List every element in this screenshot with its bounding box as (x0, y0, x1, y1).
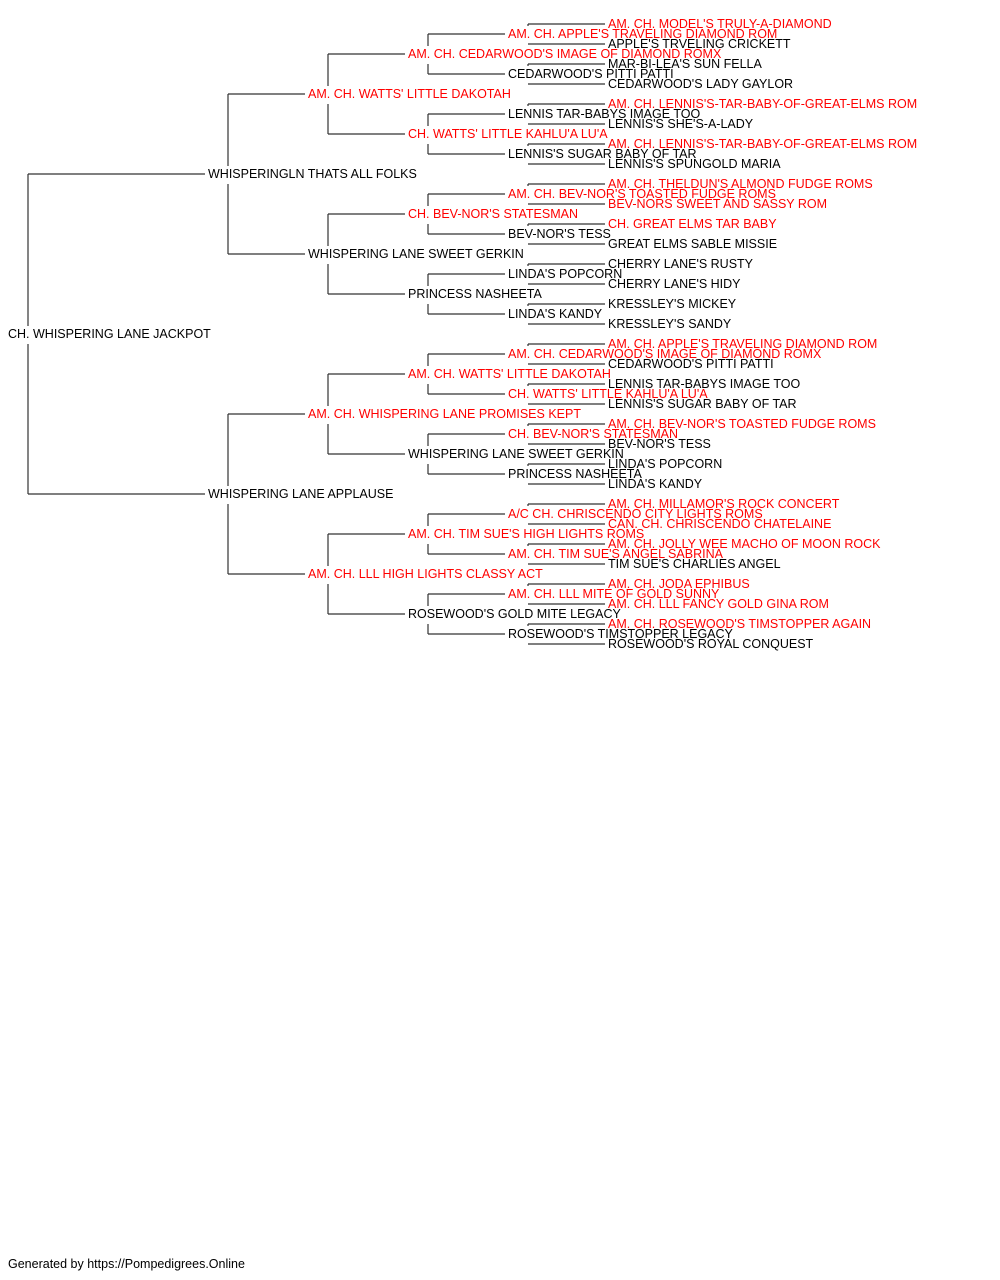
ancestor-name-gen-5: BEV-NOR'S TESS (608, 437, 711, 451)
ancestor-name-gen-5: AM. CH. ROSEWOOD'S TIMSTOPPER AGAIN (608, 617, 872, 631)
ancestor-name-gen-5: KRESSLEY'S SANDY (608, 317, 732, 331)
ancestor-name-gen-5: CHERRY LANE'S RUSTY (608, 257, 754, 271)
ancestor-name-gen-4: AM. CH. CEDARWOOD'S IMAGE OF DIAMOND ROM… (508, 347, 822, 361)
ancestor-name-gen-5: ROSEWOOD'S ROYAL CONQUEST (608, 637, 814, 651)
ancestor-name-gen-4: LENNIS'S SUGAR BABY OF TAR (508, 147, 697, 161)
ancestor-name-gen-5: CHERRY LANE'S HIDY (608, 277, 741, 291)
ancestor-name-gen-4: AM. CH. BEV-NOR'S TOASTED FUDGE ROMS (508, 187, 776, 201)
ancestor-name-gen-3: AM. CH. TIM SUE'S HIGH LIGHTS ROMS (408, 527, 645, 541)
ancestor-name-gen-5: TIM SUE'S CHARLIES ANGEL (608, 557, 781, 571)
ancestor-name-gen-5: AM. CH. MODEL'S TRULY-A-DIAMOND (608, 17, 832, 31)
ancestor-name-gen-5: AM. CH. MILLAMOR'S ROCK CONCERT (608, 497, 840, 511)
subject-dog-name: CH. WHISPERING LANE JACKPOT (8, 327, 211, 341)
ancestor-name-gen-4: LINDA'S KANDY (508, 307, 603, 321)
ancestor-name-gen-5: BEV-NORS SWEET AND SASSY ROM (608, 197, 828, 211)
ancestor-name-gen-3: AM. CH. CEDARWOOD'S IMAGE OF DIAMOND ROM… (408, 47, 722, 61)
ancestor-name-gen-5: LINDA'S KANDY (608, 477, 703, 491)
ancestor-name-gen-5: LENNIS'S SPUNGOLD MARIA (608, 157, 781, 171)
ancestor-name-gen-5: CEDARWOOD'S PITTI PATTI (608, 357, 774, 371)
ancestor-name-gen-3: CH. WATTS' LITTLE KAHLU'A LU'A (408, 127, 608, 141)
ancestor-name-gen-5: GREAT ELMS SABLE MISSIE (608, 237, 778, 251)
ancestor-name-gen-4: AM. CH. APPLE'S TRAVELING DIAMOND ROM (508, 27, 778, 41)
ancestor-name-gen-5: AM. CH. LLL FANCY GOLD GINA ROM (608, 597, 829, 611)
footer-credit: Generated by https://Pompedigrees.Online (8, 1257, 245, 1271)
ancestor-name-gen-5: AM. CH. JODA EPHIBUS (608, 577, 750, 591)
ancestor-name-gen-5: APPLE'S TRVELING CRICKETT (608, 37, 791, 51)
ancestor-name-gen-3: PRINCESS NASHEETA (408, 287, 542, 301)
ancestor-name-gen-2: AM. CH. LLL HIGH LIGHTS CLASSY ACT (308, 567, 543, 581)
ancestor-name-gen-4: BEV-NOR'S TESS (508, 227, 611, 241)
ancestor-name-gen-5: AM. CH. LENNIS'S-TAR-BABY-OF-GREAT-ELMS … (608, 97, 918, 111)
ancestor-name-gen-5: AM. CH. LENNIS'S-TAR-BABY-OF-GREAT-ELMS … (608, 137, 918, 151)
ancestor-name-gen-5: CEDARWOOD'S LADY GAYLOR (608, 77, 794, 91)
ancestor-name-gen-3: CH. BEV-NOR'S STATESMAN (408, 207, 579, 221)
ancestor-name-gen-5: AM. CH. BEV-NOR'S TOASTED FUDGE ROMS (608, 417, 876, 431)
ancestor-name-gen-5: CAN. CH. CHRISCENDO CHATELAINE (608, 517, 832, 531)
ancestor-name-gen-5: AM. CH. APPLE'S TRAVELING DIAMOND ROM (608, 337, 878, 351)
ancestor-name-gen-4: CH. WATTS' LITTLE KAHLU'A LU'A (508, 387, 708, 401)
ancestor-name-gen-4: PRINCESS NASHEETA (508, 467, 642, 481)
ancestor-name-gen-5: LINDA'S POPCORN (608, 457, 723, 471)
ancestor-name-gen-4: CEDARWOOD'S PITTI PATTI (508, 67, 674, 81)
ancestor-name-gen-3: AM. CH. WATTS' LITTLE DAKOTAH (408, 367, 611, 381)
ancestor-name-gen-5: LENNIS'S SUGAR BABY OF TAR (608, 397, 797, 411)
ancestor-name-gen-2: AM. CH. WHISPERING LANE PROMISES KEPT (308, 407, 581, 421)
ancestor-name-gen-4: AM. CH. LLL MITE OF GOLD SUNNY (508, 587, 720, 601)
ancestor-name-gen-4: LINDA'S POPCORN (508, 267, 623, 281)
ancestor-name-gen-4: LENNIS TAR-BABYS IMAGE TOO (508, 107, 701, 121)
ancestor-name-gen-5: KRESSLEY'S MICKEY (608, 297, 737, 311)
ancestor-name-gen-5: LENNIS'S SHE'S-A-LADY (608, 117, 754, 131)
ancestor-name-gen-4: ROSEWOOD'S TIMSTOPPER LEGACY (508, 627, 733, 641)
ancestor-name-gen-4: AM. CH. TIM SUE'S ANGEL SABRINA (508, 547, 723, 561)
ancestor-name-gen-3: ROSEWOOD'S GOLD MITE LEGACY (408, 607, 621, 621)
ancestor-name-gen-4: A/C CH. CHRISCENDO CITY LIGHTS ROMS (508, 507, 763, 521)
ancestor-name-gen-4: CH. BEV-NOR'S STATESMAN (508, 427, 679, 441)
ancestor-name-gen-5: LENNIS TAR-BABYS IMAGE TOO (608, 377, 801, 391)
ancestor-name-gen-3: WHISPERING LANE SWEET GERKIN (408, 447, 624, 461)
ancestor-name-gen-5: AM. CH. JOLLY WEE MACHO OF MOON ROCK (608, 537, 881, 551)
ancestor-name-gen-5: AM. CH. THELDUN'S ALMOND FUDGE ROMS (608, 177, 873, 191)
ancestor-name-gen-1: WHISPERINGLN THATS ALL FOLKS (208, 167, 417, 181)
ancestor-name-gen-5: MAR-BI-LEA'S SUN FELLA (608, 57, 762, 71)
ancestor-name-gen-2: WHISPERING LANE SWEET GERKIN (308, 247, 524, 261)
ancestor-name-gen-5: CH. GREAT ELMS TAR BABY (608, 217, 777, 231)
ancestor-name-gen-2: AM. CH. WATTS' LITTLE DAKOTAH (308, 87, 511, 101)
ancestor-name-gen-1: WHISPERING LANE APPLAUSE (208, 487, 394, 501)
